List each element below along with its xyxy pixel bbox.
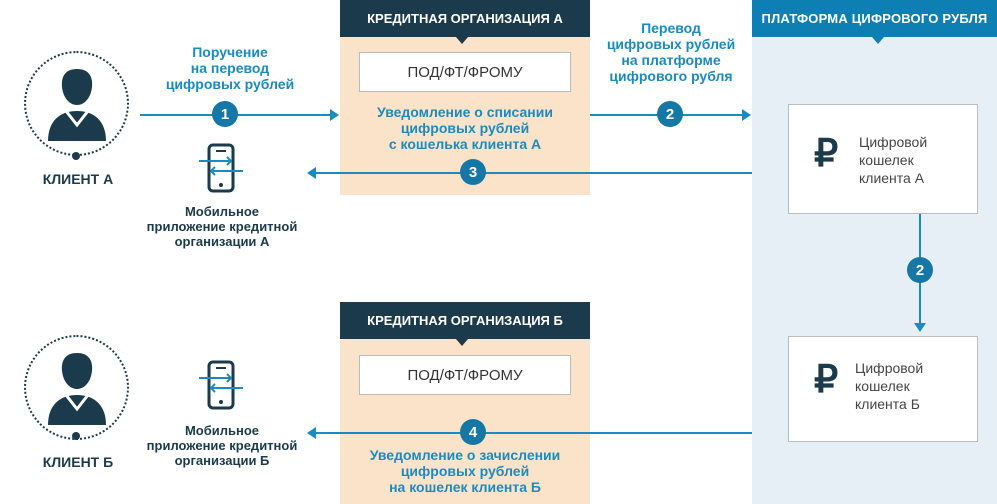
client-b-avatar	[24, 335, 129, 440]
step-4-arrowhead	[307, 427, 316, 439]
step-1-arrowhead	[330, 109, 339, 121]
wallet-b-label: Цифровой кошелек клиента Б	[855, 360, 924, 412]
step-2-arrowhead	[742, 109, 751, 121]
client-a-avatar	[24, 51, 129, 156]
step-2-badge: 2	[657, 101, 683, 127]
org-b-title: КРЕДИТНАЯ ОРГАНИЗАЦИЯ Б	[340, 302, 590, 339]
client-b-label: КЛИЕНТ Б	[42, 454, 114, 470]
step-2-label: Перевод цифровых рублей на платформе циф…	[606, 20, 736, 84]
step-3-line	[316, 172, 752, 174]
wallet-b-box: ₽ Цифровой кошелек клиента Б	[788, 336, 978, 442]
step-4-line	[316, 432, 752, 434]
client-b-app-label: Мобильное приложение кредитной организац…	[146, 423, 298, 468]
wallet-a-box: ₽ Цифровой кошелек клиента А	[788, 104, 978, 214]
wallet-transfer-arrowhead	[914, 323, 926, 332]
step-3-arrowhead	[307, 167, 316, 179]
client-a-label: КЛИЕНТ А	[42, 171, 114, 187]
org-b-aml-box: ПОД/ФТ/ФРОМУ	[359, 355, 571, 395]
wallet-a-label: Цифровой кошелек клиента А	[859, 134, 928, 186]
step-3-badge: 3	[460, 159, 486, 185]
org-a-title: КРЕДИТНАЯ ОРГАНИЗАЦИЯ А	[340, 0, 590, 37]
step-1-badge: 1	[212, 101, 238, 127]
org-b-caret	[456, 339, 468, 346]
mobile-app-icon	[199, 360, 243, 410]
platform-caret	[872, 37, 884, 44]
org-b-notice: Уведомление о зачислении цифровых рублей…	[369, 447, 561, 495]
person-icon	[48, 69, 106, 141]
client-a-dot	[72, 152, 80, 160]
person-icon	[48, 353, 106, 425]
client-b-dot	[72, 432, 80, 440]
step-1-label: Поручение на перевод цифровых рублей	[165, 44, 295, 92]
step-4-badge: 4	[460, 419, 486, 445]
platform-title: ПЛАТФОРМА ЦИФРОВОГО РУБЛЯ	[752, 0, 997, 37]
step-2b-badge: 2	[907, 257, 933, 283]
org-a-notice: Уведомление о списании цифровых рублей с…	[377, 104, 553, 152]
org-a-aml-box: ПОД/ФТ/ФРОМУ	[359, 52, 571, 92]
client-a-app-label: Мобильное приложение кредитной организац…	[146, 204, 298, 249]
ruble-icon: ₽	[814, 359, 839, 401]
ruble-icon: ₽	[814, 133, 839, 175]
org-a-caret	[456, 37, 468, 44]
mobile-app-icon	[199, 143, 243, 193]
